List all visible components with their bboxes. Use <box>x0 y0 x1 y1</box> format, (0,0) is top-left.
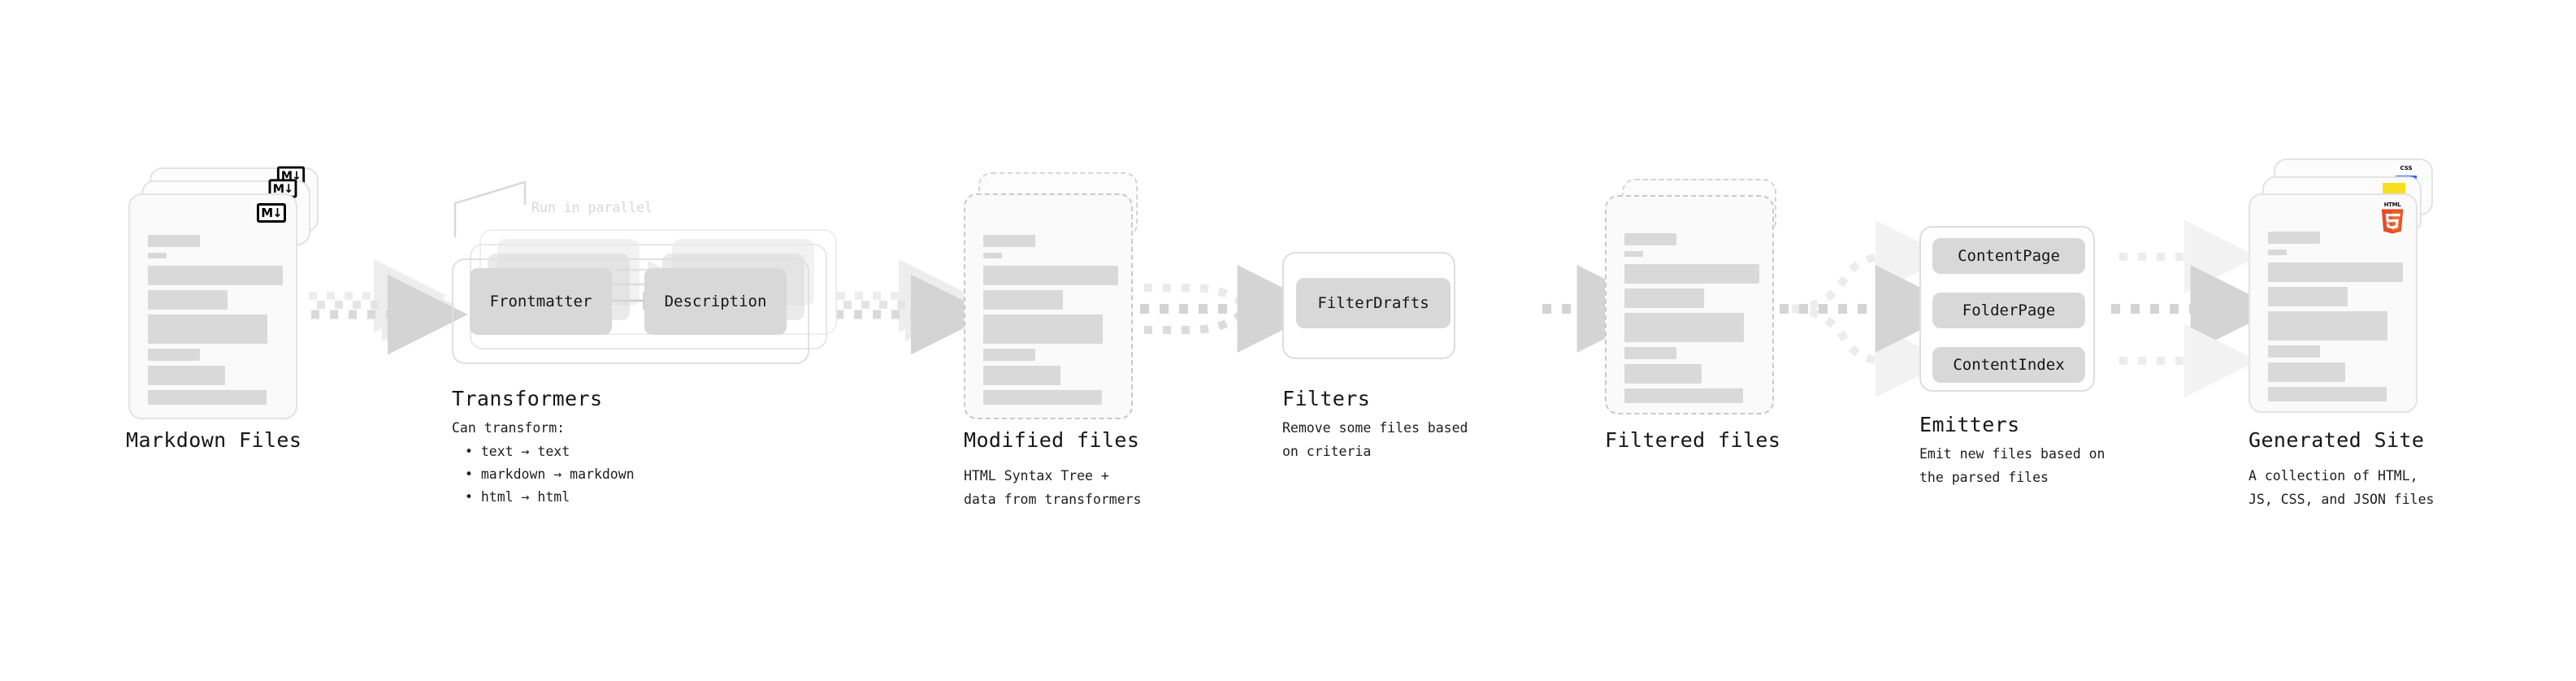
skeleton-bar <box>148 235 200 247</box>
skeleton-bar <box>2268 387 2387 401</box>
skeleton-bar <box>983 235 1035 247</box>
js-icon <box>2383 183 2405 196</box>
emitters-box: ContentPage FolderPage ContentIndex <box>1919 226 2095 392</box>
transformer-pill-frontmatter[interactable]: Frontmatter <box>470 268 612 335</box>
skeleton-bar <box>983 390 1102 405</box>
skeleton-bar <box>983 366 1060 385</box>
html5-wordmark: HTML <box>2383 202 2401 208</box>
skeleton-bar <box>1624 233 1676 245</box>
stage-desc-emitters: Emit new files based on the parsed files <box>1919 446 2105 485</box>
skeleton-bar <box>148 390 267 405</box>
markdown-icon: M↓ <box>257 203 286 223</box>
connector-transformers-to-modified <box>835 259 991 355</box>
skeleton-bar <box>983 253 1002 258</box>
transformers-bullet-2: • html → html <box>465 489 570 505</box>
emitter-pill-folderpage[interactable]: FolderPage <box>1932 293 2085 328</box>
stage-title-emitters: Emitters <box>1919 413 2020 436</box>
run-in-parallel-label: Run in parallel <box>531 200 653 215</box>
skeleton-bar <box>148 366 225 385</box>
skeleton-bar <box>148 290 228 310</box>
skeleton-bar <box>983 349 1035 361</box>
skeleton-bar <box>1624 347 1676 359</box>
emitter-pill-contentpage[interactable]: ContentPage <box>1932 238 2085 274</box>
stage-title-filters: Filters <box>1282 387 1371 410</box>
skeleton-bar <box>2268 249 2287 255</box>
markdown-card-front: M↓ <box>128 193 297 419</box>
stage-title-modified-files: Modified files <box>964 428 1140 452</box>
transformer-pill-description[interactable]: Description <box>644 268 787 335</box>
transformers-bullet-0: • text → text <box>465 444 570 459</box>
transformers-box-front: Frontmatter Description <box>452 258 809 364</box>
stage-title-generated-site: Generated Site <box>2249 428 2425 452</box>
filtered-card-front <box>1605 195 1774 414</box>
filters-box: FilterDrafts <box>1282 252 1455 359</box>
skeleton-bar <box>148 266 283 285</box>
skeleton-bar <box>2268 311 2387 340</box>
stage-title-markdown-files: Markdown Files <box>126 428 302 452</box>
stage-desc-modified-files: HTML Syntax Tree + data from transformer… <box>964 468 1142 507</box>
stage-desc-generated-site: A collection of HTML, JS, CSS, and JSON … <box>2249 468 2435 507</box>
skeleton-bar <box>1624 264 1759 284</box>
stage-title-transformers: Transformers <box>452 387 603 410</box>
skeleton-bar <box>2268 287 2348 306</box>
stage-desc-filters: Remove some files based on criteria <box>1282 420 1468 459</box>
html5-shield <box>2381 209 2404 234</box>
skeleton-bar <box>1624 288 1704 308</box>
connector-filtered-to-emitters <box>1780 220 1963 397</box>
modified-card-front <box>964 193 1133 419</box>
skeleton-bar <box>1624 364 1702 384</box>
skeleton-bar <box>983 266 1118 285</box>
stage-desc-transformers: Can transform: <box>452 420 566 436</box>
skeleton-bar <box>1624 388 1743 403</box>
html5-icon: HTML <box>2380 202 2405 237</box>
connector-modified-to-filters <box>1140 265 1325 353</box>
generated-card-front: HTML <box>2249 193 2418 413</box>
skeleton-bar <box>983 290 1063 310</box>
skeleton-bar <box>148 314 267 344</box>
stage-title-filtered-files: Filtered files <box>1605 428 1781 452</box>
skeleton-bar <box>148 253 167 258</box>
filter-pill-filterdrafts[interactable]: FilterDrafts <box>1296 278 1451 328</box>
skeleton-bar <box>1624 251 1643 257</box>
connector-emitters-to-site <box>2111 220 2279 397</box>
skeleton-bar <box>2268 262 2403 282</box>
skeleton-bar <box>983 314 1103 344</box>
connector-md-to-transformers <box>309 259 468 355</box>
skeleton-bar <box>148 349 200 361</box>
transformers-bullet-1: • markdown → markdown <box>465 466 635 482</box>
emitter-pill-contentindex[interactable]: ContentIndex <box>1932 347 2085 383</box>
skeleton-bar <box>2268 345 2320 358</box>
skeleton-bar <box>1624 313 1744 342</box>
skeleton-bar <box>2268 232 2320 244</box>
skeleton-bar <box>2268 362 2345 382</box>
